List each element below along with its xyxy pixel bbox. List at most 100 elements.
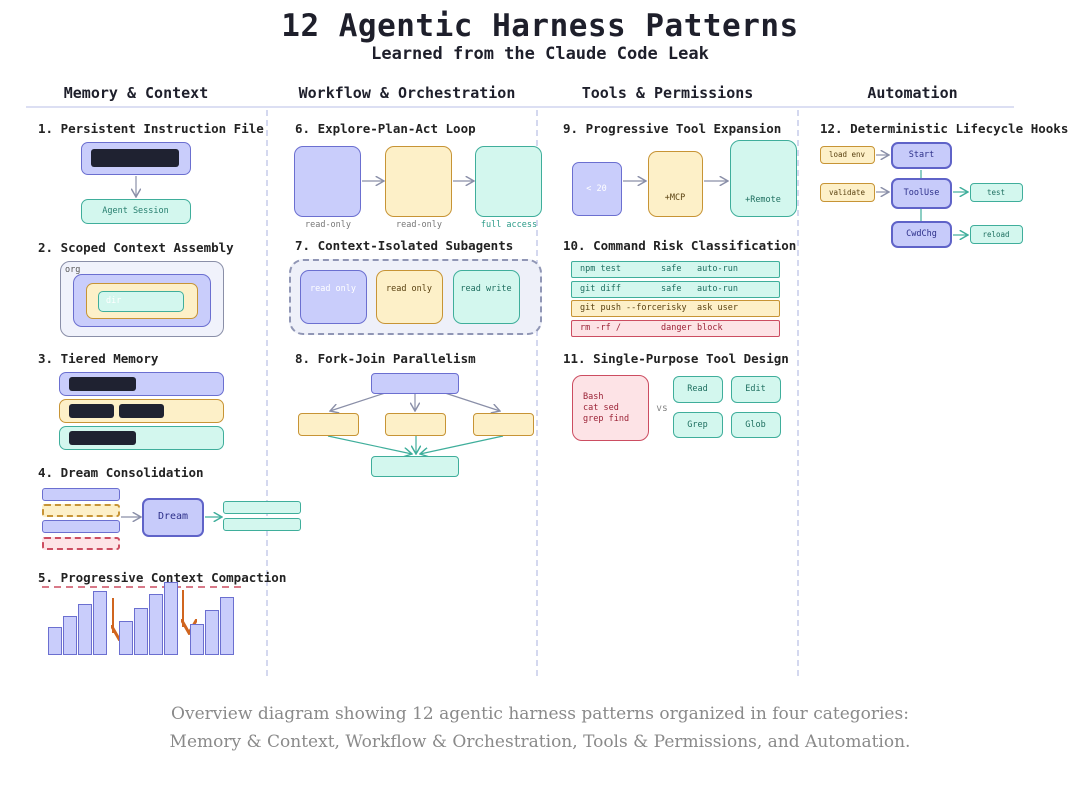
bash-tool-label: Bash bbox=[583, 392, 604, 402]
pattern-title-progressive-tool-expansion: 9. Progressive Tool Expansion bbox=[563, 121, 782, 136]
context-bar bbox=[205, 610, 219, 655]
instruction-file-card bbox=[81, 142, 191, 175]
bash-tool-label: cat sed bbox=[583, 403, 619, 413]
hook-validate: validate bbox=[820, 183, 875, 202]
risk-level: safe bbox=[661, 264, 682, 274]
worker-box bbox=[385, 413, 446, 436]
redacted-text-bar bbox=[69, 431, 136, 445]
act-access-label: full access bbox=[480, 220, 538, 230]
join-result-box bbox=[371, 456, 459, 477]
glob-tool-box: Glob bbox=[731, 412, 781, 438]
dream-process-box: Dream bbox=[142, 498, 204, 537]
column-header-workflow: Workflow & Orchestration bbox=[298, 84, 516, 102]
context-bar bbox=[63, 616, 77, 655]
hook-label: validate bbox=[828, 188, 866, 197]
tool-tier-mcp: +MCP bbox=[648, 151, 703, 217]
diagram-title: 12 Agentic Harness Patterns bbox=[281, 8, 799, 44]
memory-fragment-dashed bbox=[42, 537, 120, 550]
agent-session-label: Agent Session bbox=[102, 206, 169, 216]
context-bar bbox=[48, 627, 62, 655]
hook-label: test bbox=[986, 188, 1006, 197]
redacted-text-bar bbox=[91, 149, 179, 167]
explore-phase-box bbox=[294, 146, 361, 217]
subagent-access-label: read only bbox=[309, 284, 357, 294]
event-label: ToolUse bbox=[903, 188, 940, 198]
pattern-title-dream-consolidation: 4. Dream Consolidation bbox=[38, 465, 204, 480]
column-divider bbox=[266, 110, 268, 676]
tool-tier-label: +Remote bbox=[745, 195, 781, 205]
event-label: CwdChg bbox=[906, 229, 937, 239]
context-bar bbox=[78, 604, 92, 655]
pattern-title-progressive-context-compaction: 5. Progressive Context Compaction bbox=[38, 570, 287, 585]
bash-tool-label: grep find bbox=[583, 414, 630, 424]
fork-source-box bbox=[371, 373, 459, 394]
risk-level: safe bbox=[661, 284, 682, 294]
hook-label: reload bbox=[982, 230, 1010, 239]
read-tool-box: Read bbox=[673, 376, 723, 403]
worker-box bbox=[473, 413, 534, 436]
act-phase-box bbox=[475, 146, 542, 217]
memory-fragment-dashed bbox=[42, 504, 120, 517]
subagent-access-label: read write bbox=[460, 284, 512, 294]
subagent-box: read only bbox=[376, 270, 443, 324]
worker-box bbox=[298, 413, 359, 436]
event-label: Start bbox=[908, 150, 935, 160]
risk-level: risky bbox=[661, 303, 687, 313]
agent-session-box: Agent Session bbox=[81, 199, 191, 224]
pattern-title-explore-plan-act-loop: 6. Explore-Plan-Act Loop bbox=[295, 121, 476, 136]
context-bar bbox=[134, 608, 148, 655]
column-header-memory: Memory & Context bbox=[63, 84, 209, 102]
risk-action: ask user bbox=[697, 303, 738, 313]
risk-row-risky: git push --force risky ask user bbox=[571, 300, 780, 317]
pattern-title-deterministic-lifecycle-hooks: 12. Deterministic Lifecycle Hooks bbox=[820, 121, 1069, 136]
tool-tier-core: < 20 bbox=[572, 162, 622, 216]
risk-action: auto-run bbox=[697, 284, 738, 294]
memory-tier-2 bbox=[59, 399, 224, 423]
pattern-title-context-isolated-subagents: 7. Context-Isolated Subagents bbox=[295, 238, 514, 253]
explore-access-label: read-only bbox=[304, 220, 352, 230]
pattern-title-persistent-instruction-file: 1. Persistent Instruction File bbox=[38, 121, 264, 136]
plan-phase-box bbox=[385, 146, 452, 217]
event-tool-use: ToolUse bbox=[891, 178, 952, 209]
context-bar bbox=[93, 591, 107, 655]
risk-row-safe: npm test safe auto-run bbox=[571, 261, 780, 278]
tool-label: Glob bbox=[745, 420, 766, 430]
tool-tier-label: < 20 bbox=[586, 184, 607, 194]
figure-caption: Overview diagram showing 12 agentic harn… bbox=[169, 704, 911, 752]
pattern-title-single-purpose-tool-design: 11. Single-Purpose Tool Design bbox=[563, 351, 789, 366]
dir-scope-box: dir bbox=[98, 291, 184, 312]
consolidated-memory bbox=[223, 518, 301, 531]
context-bar bbox=[220, 597, 234, 655]
context-bar bbox=[119, 621, 133, 655]
header-divider bbox=[26, 106, 1014, 108]
pattern-title-scoped-context-assembly: 2. Scoped Context Assembly bbox=[38, 240, 234, 255]
risk-row-safe: git diff safe auto-run bbox=[571, 281, 780, 298]
event-start: Start bbox=[891, 142, 952, 169]
hook-test: test bbox=[970, 183, 1023, 202]
risk-command: rm -rf / bbox=[580, 323, 621, 333]
column-divider bbox=[536, 110, 538, 676]
subagent-box: read write bbox=[453, 270, 520, 324]
memory-fragment bbox=[42, 520, 120, 533]
tool-label: Grep bbox=[687, 420, 708, 430]
pattern-title-tiered-memory: 3. Tiered Memory bbox=[38, 351, 159, 366]
column-header-tools: Tools & Permissions bbox=[581, 84, 754, 102]
risk-command: npm test bbox=[580, 264, 621, 274]
bash-monolith-box: Bash cat sed grep find bbox=[572, 375, 649, 441]
grep-tool-box: Grep bbox=[673, 412, 723, 438]
event-cwd-change: CwdChg bbox=[891, 221, 952, 248]
context-bar bbox=[149, 594, 163, 655]
tool-tier-remote: +Remote bbox=[730, 140, 797, 217]
context-bar bbox=[164, 582, 178, 655]
hook-label: load env bbox=[828, 150, 866, 159]
subagent-box: read only bbox=[300, 270, 367, 324]
hook-load-env: load env bbox=[820, 146, 875, 164]
memory-fragment bbox=[42, 488, 120, 501]
consolidated-memory bbox=[223, 501, 301, 514]
diagram-subtitle: Learned from the Claude Code Leak bbox=[371, 44, 709, 64]
risk-command: git push --force bbox=[580, 303, 662, 313]
column-divider bbox=[797, 110, 799, 676]
dream-label: Dream bbox=[157, 511, 189, 522]
org-label: org bbox=[65, 265, 81, 275]
